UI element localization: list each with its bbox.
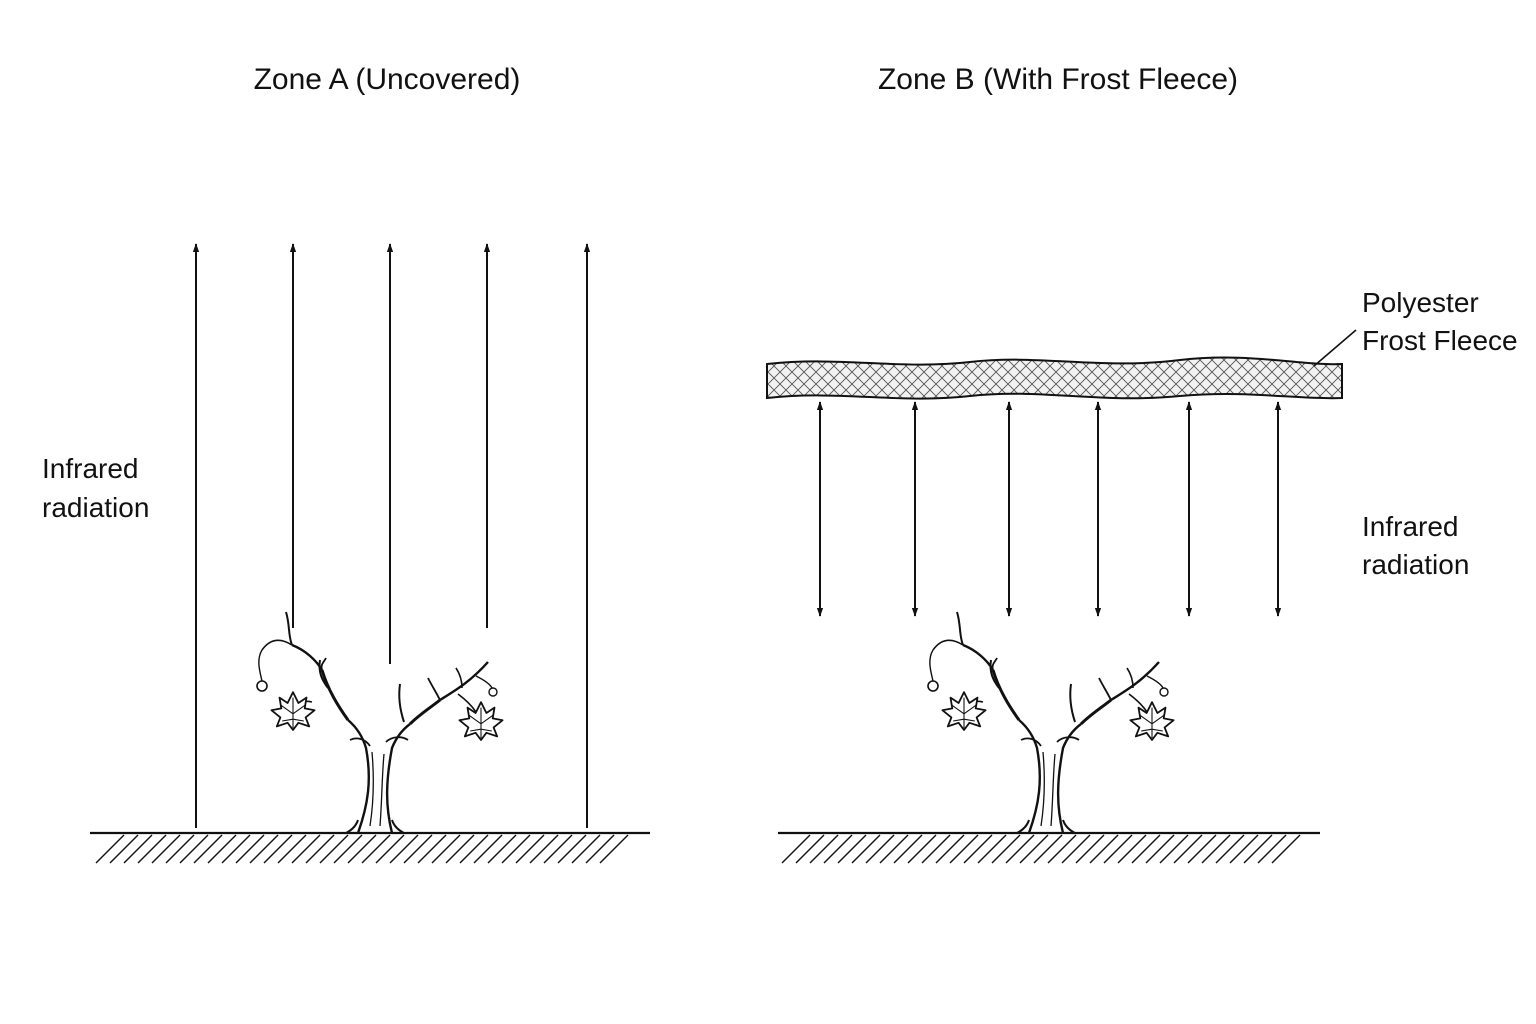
hatched-ground xyxy=(90,831,650,864)
grapevine-icon xyxy=(257,612,503,833)
zone-b-title: Zone B (With Frost Fleece) xyxy=(878,63,1238,96)
hatched-ground xyxy=(778,831,1320,864)
frost-fleece-layer xyxy=(766,356,1343,400)
grapevine-icon xyxy=(928,612,1174,833)
fleece-leader-line xyxy=(1313,329,1357,367)
fleece-label: Polyester Frost Fleece xyxy=(1362,287,1518,356)
zone-b-radiation-label: Infrared radiation xyxy=(1362,511,1469,580)
zone-a-arrows xyxy=(192,243,591,828)
zone-b: Zone B (With Frost Fleece) Polyester Fro… xyxy=(766,63,1518,864)
zone-a: Zone A (Uncovered) Infrared radiation xyxy=(42,63,650,864)
zone-a-title: Zone A (Uncovered) xyxy=(254,63,521,96)
zone-b-arrows xyxy=(816,401,1282,617)
zone-a-radiation-label: Infrared radiation xyxy=(42,453,149,523)
